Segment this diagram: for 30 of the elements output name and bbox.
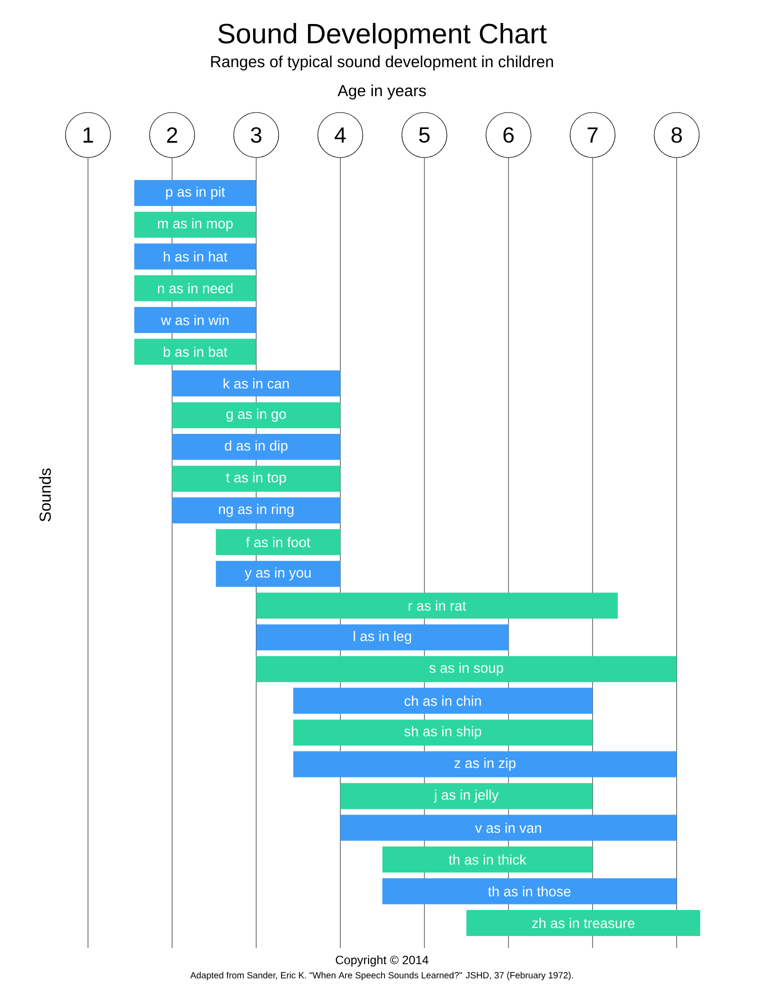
chart-title: Sound Development Chart xyxy=(218,22,547,50)
range-bar: t as in top xyxy=(172,466,340,492)
range-bar: g as in go xyxy=(172,402,340,428)
axis-title: Age in years xyxy=(338,84,426,100)
range-bar: ng as in ring xyxy=(172,497,340,524)
range-bar: th as in those xyxy=(382,878,677,904)
range-bar: y as in you xyxy=(216,560,340,587)
source-note: Adapted from Sander, Eric K. "When Are Speech Sounds Learned?" JSHD, 37 (February 1972). xyxy=(190,972,573,980)
range-bar: f as in foot xyxy=(216,529,340,556)
range-bar: z as in zip xyxy=(293,751,677,778)
range-bar: m as in mop xyxy=(134,212,256,238)
range-bar: sh as in ship xyxy=(293,720,593,746)
range-bar: s as in soup xyxy=(256,656,677,682)
range-bar: p as in pit xyxy=(134,180,256,206)
range-bar: b as in bat xyxy=(134,338,256,365)
range-bar: r as in rat xyxy=(256,592,618,619)
copyright-note: Copyright © 2014 xyxy=(336,955,428,967)
range-bar: j as in jelly xyxy=(340,783,593,810)
axis-title: Sounds xyxy=(39,468,51,522)
range-bar: n as in need xyxy=(134,275,256,302)
range-bar: zh as in treasure xyxy=(466,910,700,936)
range-bar: k as in can xyxy=(172,370,340,396)
range-bar: w as in win xyxy=(134,307,256,333)
range-bar: h as in hat xyxy=(134,244,256,270)
range-bar: ch as in chin xyxy=(293,688,593,714)
range-bar: th as in thick xyxy=(382,846,593,872)
subtitle: Ranges of typical sound development in children xyxy=(211,56,553,70)
range-bar: l as in leg xyxy=(256,624,509,650)
range-bar: d as in dip xyxy=(172,434,340,460)
range-bar: v as in van xyxy=(340,814,677,841)
